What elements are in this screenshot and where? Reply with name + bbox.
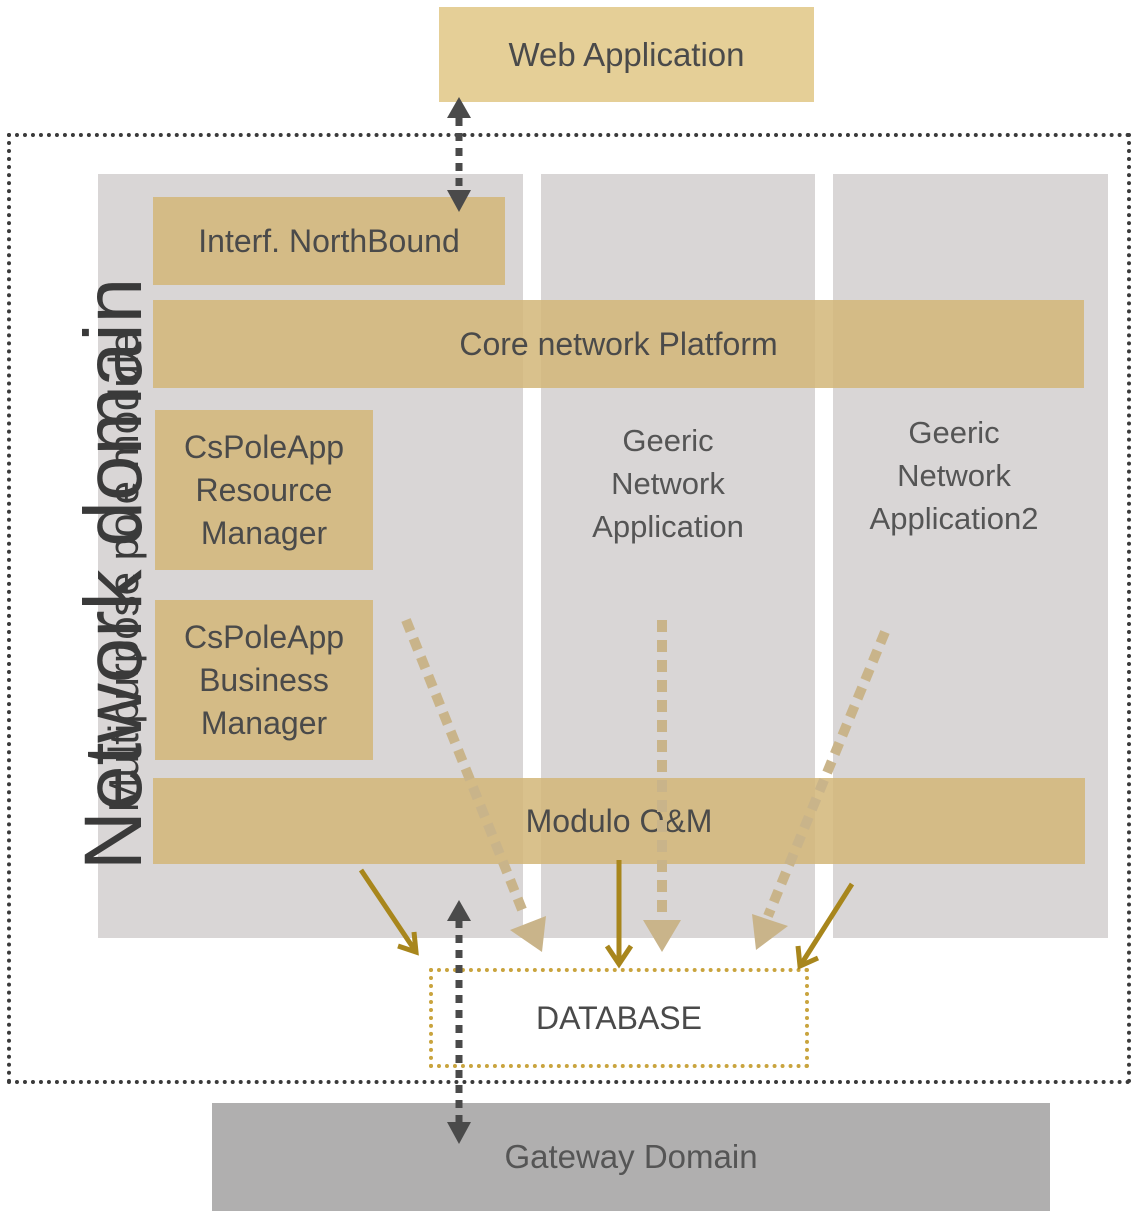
modulo-om-box: Modulo O&M xyxy=(153,778,1085,864)
solid-gold-arrows xyxy=(358,860,855,970)
web-application-box: Web Application xyxy=(439,7,814,102)
network-domain-boundary xyxy=(7,133,1131,1084)
resource-manager-label: CsPoleApp Resource Manager xyxy=(183,428,345,551)
resource-manager-box: CsPoleApp Resource Manager xyxy=(155,410,373,570)
light-dotted-arrows xyxy=(401,618,890,952)
interf-northbound-label: Interf. NorthBound xyxy=(198,222,460,259)
database-gateway-arrow xyxy=(447,900,471,1144)
web-northbound-arrow xyxy=(447,97,471,212)
generic-app-1-label: Geeric Network Application xyxy=(592,422,744,544)
generic-app-1-box: Geeric Network Application xyxy=(541,418,795,548)
gateway-domain-label: Gateway Domain xyxy=(504,1138,758,1175)
core-network-platform-box: Core network Platform xyxy=(153,300,1084,388)
database-box: DATABASE xyxy=(429,968,809,1068)
core-network-platform-label: Core network Platform xyxy=(459,325,778,362)
business-manager-label: CsPoleApp Business Manager xyxy=(183,618,345,741)
business-manager-box: CsPoleApp Business Manager xyxy=(155,600,373,760)
interf-northbound-box: Interf. NorthBound xyxy=(153,197,505,285)
generic-app-2-box: Geeric Network Application2 xyxy=(833,410,1075,540)
gateway-domain-box: Gateway Domain xyxy=(212,1103,1050,1211)
generic-app-2-label: Geeric Network Application2 xyxy=(869,414,1039,536)
web-application-label: Web Application xyxy=(508,35,745,73)
database-label: DATABASE xyxy=(536,999,702,1036)
modulo-om-label: Modulo O&M xyxy=(525,802,713,839)
